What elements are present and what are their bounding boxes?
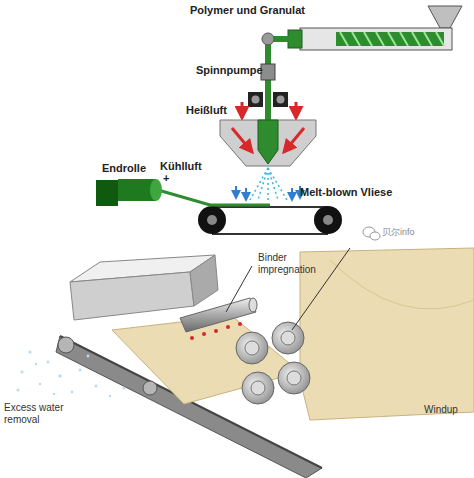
material-label: Polymer und Granulat: [190, 4, 305, 17]
step-label: Excess water removal: [4, 402, 70, 425]
headbox: [70, 255, 218, 320]
step-label: Windup: [424, 404, 458, 416]
symbol-label: +: [163, 172, 169, 185]
leader-lines: [226, 248, 350, 330]
cooling-air-arrows: [236, 186, 300, 200]
hot-air-arrows: [242, 102, 296, 118]
fibre-jets: [250, 168, 287, 200]
water-droplets: [17, 350, 126, 397]
rising-web: [300, 248, 474, 420]
part-label: Heißluft: [186, 104, 227, 117]
step-label: Binder impregnation: [258, 252, 330, 275]
melt-pipe: [261, 33, 290, 128]
watermark: 贝尔info: [382, 227, 415, 237]
extruder: [288, 6, 462, 50]
melt-blown-die: [220, 120, 316, 166]
part-label: Endrolle: [102, 162, 146, 175]
wechat-icon: [363, 227, 380, 240]
part-label: Spinnpumpe: [196, 64, 263, 77]
product-label: Melt-blown Vliese: [300, 186, 392, 199]
press-rollers: [236, 322, 310, 404]
end-roll: [96, 179, 162, 206]
part-label: Kühlluft: [160, 160, 202, 173]
gear-pump: [248, 92, 288, 107]
fibre-web: [112, 316, 300, 404]
